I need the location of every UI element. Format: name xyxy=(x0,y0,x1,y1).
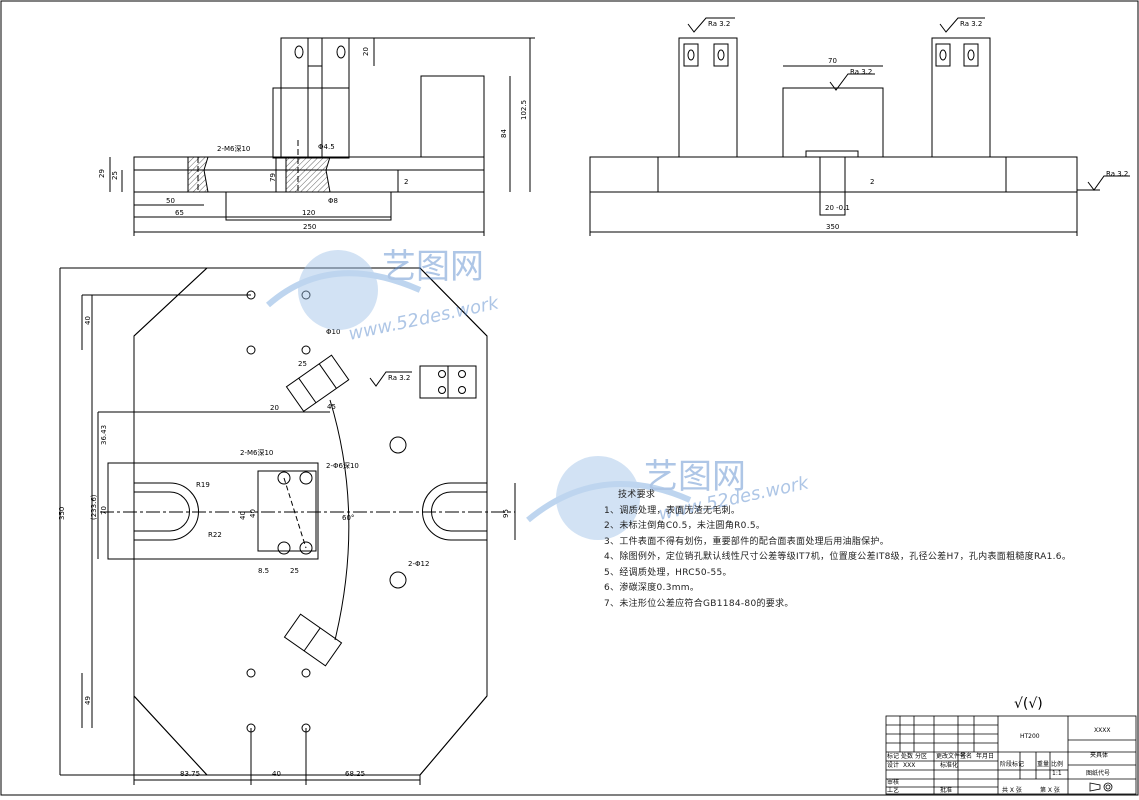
dim-label: 2 xyxy=(870,178,874,186)
tb-label: 标记 xyxy=(887,752,899,760)
dim-label: 36.43 xyxy=(100,425,108,445)
dim-label: 2-Φ12 xyxy=(408,560,429,568)
dim-label: 65 xyxy=(175,209,184,217)
watermark: 艺图网 www.52des.work 艺图网 www.52des.work xyxy=(266,247,812,540)
dim-label: 45 xyxy=(327,403,336,411)
dim-label: 95 xyxy=(502,509,510,518)
dim-label: 2-Φ6深10 xyxy=(326,461,359,470)
tb-label: 设计 xyxy=(887,761,899,769)
dim-label: 2-M6深10 xyxy=(217,144,250,153)
dim-label: 40 xyxy=(84,316,92,325)
tb-label: 更改文件号 xyxy=(936,752,966,760)
dim-label: 2 xyxy=(404,178,408,186)
tb-label: 批准 xyxy=(940,786,952,794)
side-view-dims: Ra 3.2 Ra 3.2 70 Ra 3.2 Ra 3.2 2 20 -0.1… xyxy=(708,20,1128,231)
dim-label: 49 xyxy=(84,696,92,705)
drawing-number: 图纸代号 xyxy=(1086,769,1110,777)
material-label: HT200 xyxy=(1020,733,1040,740)
part-code: XXXX xyxy=(1094,727,1110,734)
plan-view xyxy=(59,267,516,785)
dim-label: 102.5 xyxy=(520,100,528,120)
tb-label: 重量 xyxy=(1037,760,1049,768)
title-block xyxy=(885,715,1137,795)
dim-label: 25 xyxy=(111,171,119,180)
roughness-label: Ra 3.2 xyxy=(388,374,410,382)
dim-label: 120 xyxy=(302,209,315,217)
tb-label: 工艺 xyxy=(887,786,899,794)
dim-label: Φ10 xyxy=(326,328,340,336)
dim-label: 20 xyxy=(362,47,370,56)
note-item: 2、未标注倒角C0.5，未注圆角R0.5。 xyxy=(604,521,766,531)
front-view xyxy=(109,37,535,236)
note-item: 7、未注形位公差应符合GB1184-80的要求。 xyxy=(604,598,794,609)
dim-label: 25 xyxy=(290,567,299,575)
side-view xyxy=(589,17,1130,236)
dim-label: 250 xyxy=(303,223,316,231)
technical-requirements: 技术要求 1、调质处理，表面无渣无毛刺。 2、未标注倒角C0.5，未注圆角R0.… xyxy=(604,488,1071,612)
dim-label: 70 xyxy=(828,57,837,65)
note-item: 4、除图例外，定位销孔默认线性尺寸公差等级IT7机，位置度公差IT8级，孔径公差… xyxy=(604,552,1072,562)
dim-label: 29 xyxy=(98,169,106,178)
roughness-label: Ra 3.2 xyxy=(1106,170,1128,178)
dim-label: Φ4.5 xyxy=(318,143,335,151)
watermark-brand: 艺图网 xyxy=(382,247,484,287)
plan-view-dims: 40 36.43 70 (233.6) 350 95 40 49 83.75 4… xyxy=(58,316,510,778)
dim-label: 20 xyxy=(270,404,279,412)
dim-label: 40 xyxy=(272,770,281,778)
dim-label: 83.75 xyxy=(180,770,200,778)
note-item: 5、经调质处理，HRC50-55。 xyxy=(604,567,732,578)
dim-label: 40 xyxy=(239,511,247,520)
watermark-brand: 艺图网 xyxy=(644,457,746,497)
note-item: 6、渗碳深度0.3mm。 xyxy=(604,583,700,593)
front-view-dims: 20 102.5 84 29 25 2-M6深10 Φ4.5 79 2 50 6… xyxy=(98,47,528,231)
projection-symbol-icon xyxy=(1089,782,1113,792)
dim-label: 8.5 xyxy=(258,567,269,575)
tb-label: 标准化 xyxy=(940,761,958,769)
dim-label: 84 xyxy=(500,129,508,138)
dim-label: 70 xyxy=(100,506,108,515)
dim-label: R22 xyxy=(208,531,222,539)
dim-label: 40 xyxy=(249,509,257,518)
dim-label: 68.25 xyxy=(345,770,365,778)
tb-label: 签名 xyxy=(960,752,972,760)
dim-label: Φ8 xyxy=(328,197,338,205)
tb-label: 处数 xyxy=(901,752,913,760)
note-item: 1、调质处理，表面无渣无毛刺。 xyxy=(604,505,741,516)
tb-label: 审核 xyxy=(887,778,899,786)
tb-label: 阶段标记 xyxy=(1000,760,1024,768)
dim-label: 25 xyxy=(298,360,307,368)
note-item: 3、工件表面不得有划伤，重要部件的配合面表面处理后用油脂保护。 xyxy=(604,536,890,547)
tb-label: 第 X 张 xyxy=(1040,786,1060,794)
tb-label: 共 X 张 xyxy=(1002,786,1022,794)
roughness-label: Ra 3.2 xyxy=(850,68,872,76)
dim-label: 79 xyxy=(269,173,277,182)
dim-label: 350 xyxy=(58,507,66,520)
roughness-label: Ra 3.2 xyxy=(960,20,982,28)
part-name: 夹具体 xyxy=(1090,751,1108,759)
dim-label: 350 xyxy=(826,223,839,231)
dim-label: (233.6) xyxy=(90,494,98,520)
dim-label: R19 xyxy=(196,481,210,489)
tb-label: 年月日 xyxy=(976,752,994,760)
tb-value: XXX xyxy=(903,762,915,769)
notes-title: 技术要求 xyxy=(618,490,656,500)
tb-label: 比例 xyxy=(1051,760,1063,768)
dim-label: 20 -0.1 xyxy=(825,204,850,212)
title-block-text: HT200 夹具体 XXXX 1:1 图纸代号 标记 处数 分区 更改文件号 签… xyxy=(887,727,1110,794)
dim-label: 60° xyxy=(342,514,354,522)
dim-label: 50 xyxy=(166,197,175,205)
tb-label: 分区 xyxy=(915,752,927,760)
dim-label: 2-M6深10 xyxy=(240,448,273,457)
roughness-label: Ra 3.2 xyxy=(708,20,730,28)
general-roughness: √(√) xyxy=(1014,696,1043,712)
scale-value: 1:1 xyxy=(1052,770,1062,777)
